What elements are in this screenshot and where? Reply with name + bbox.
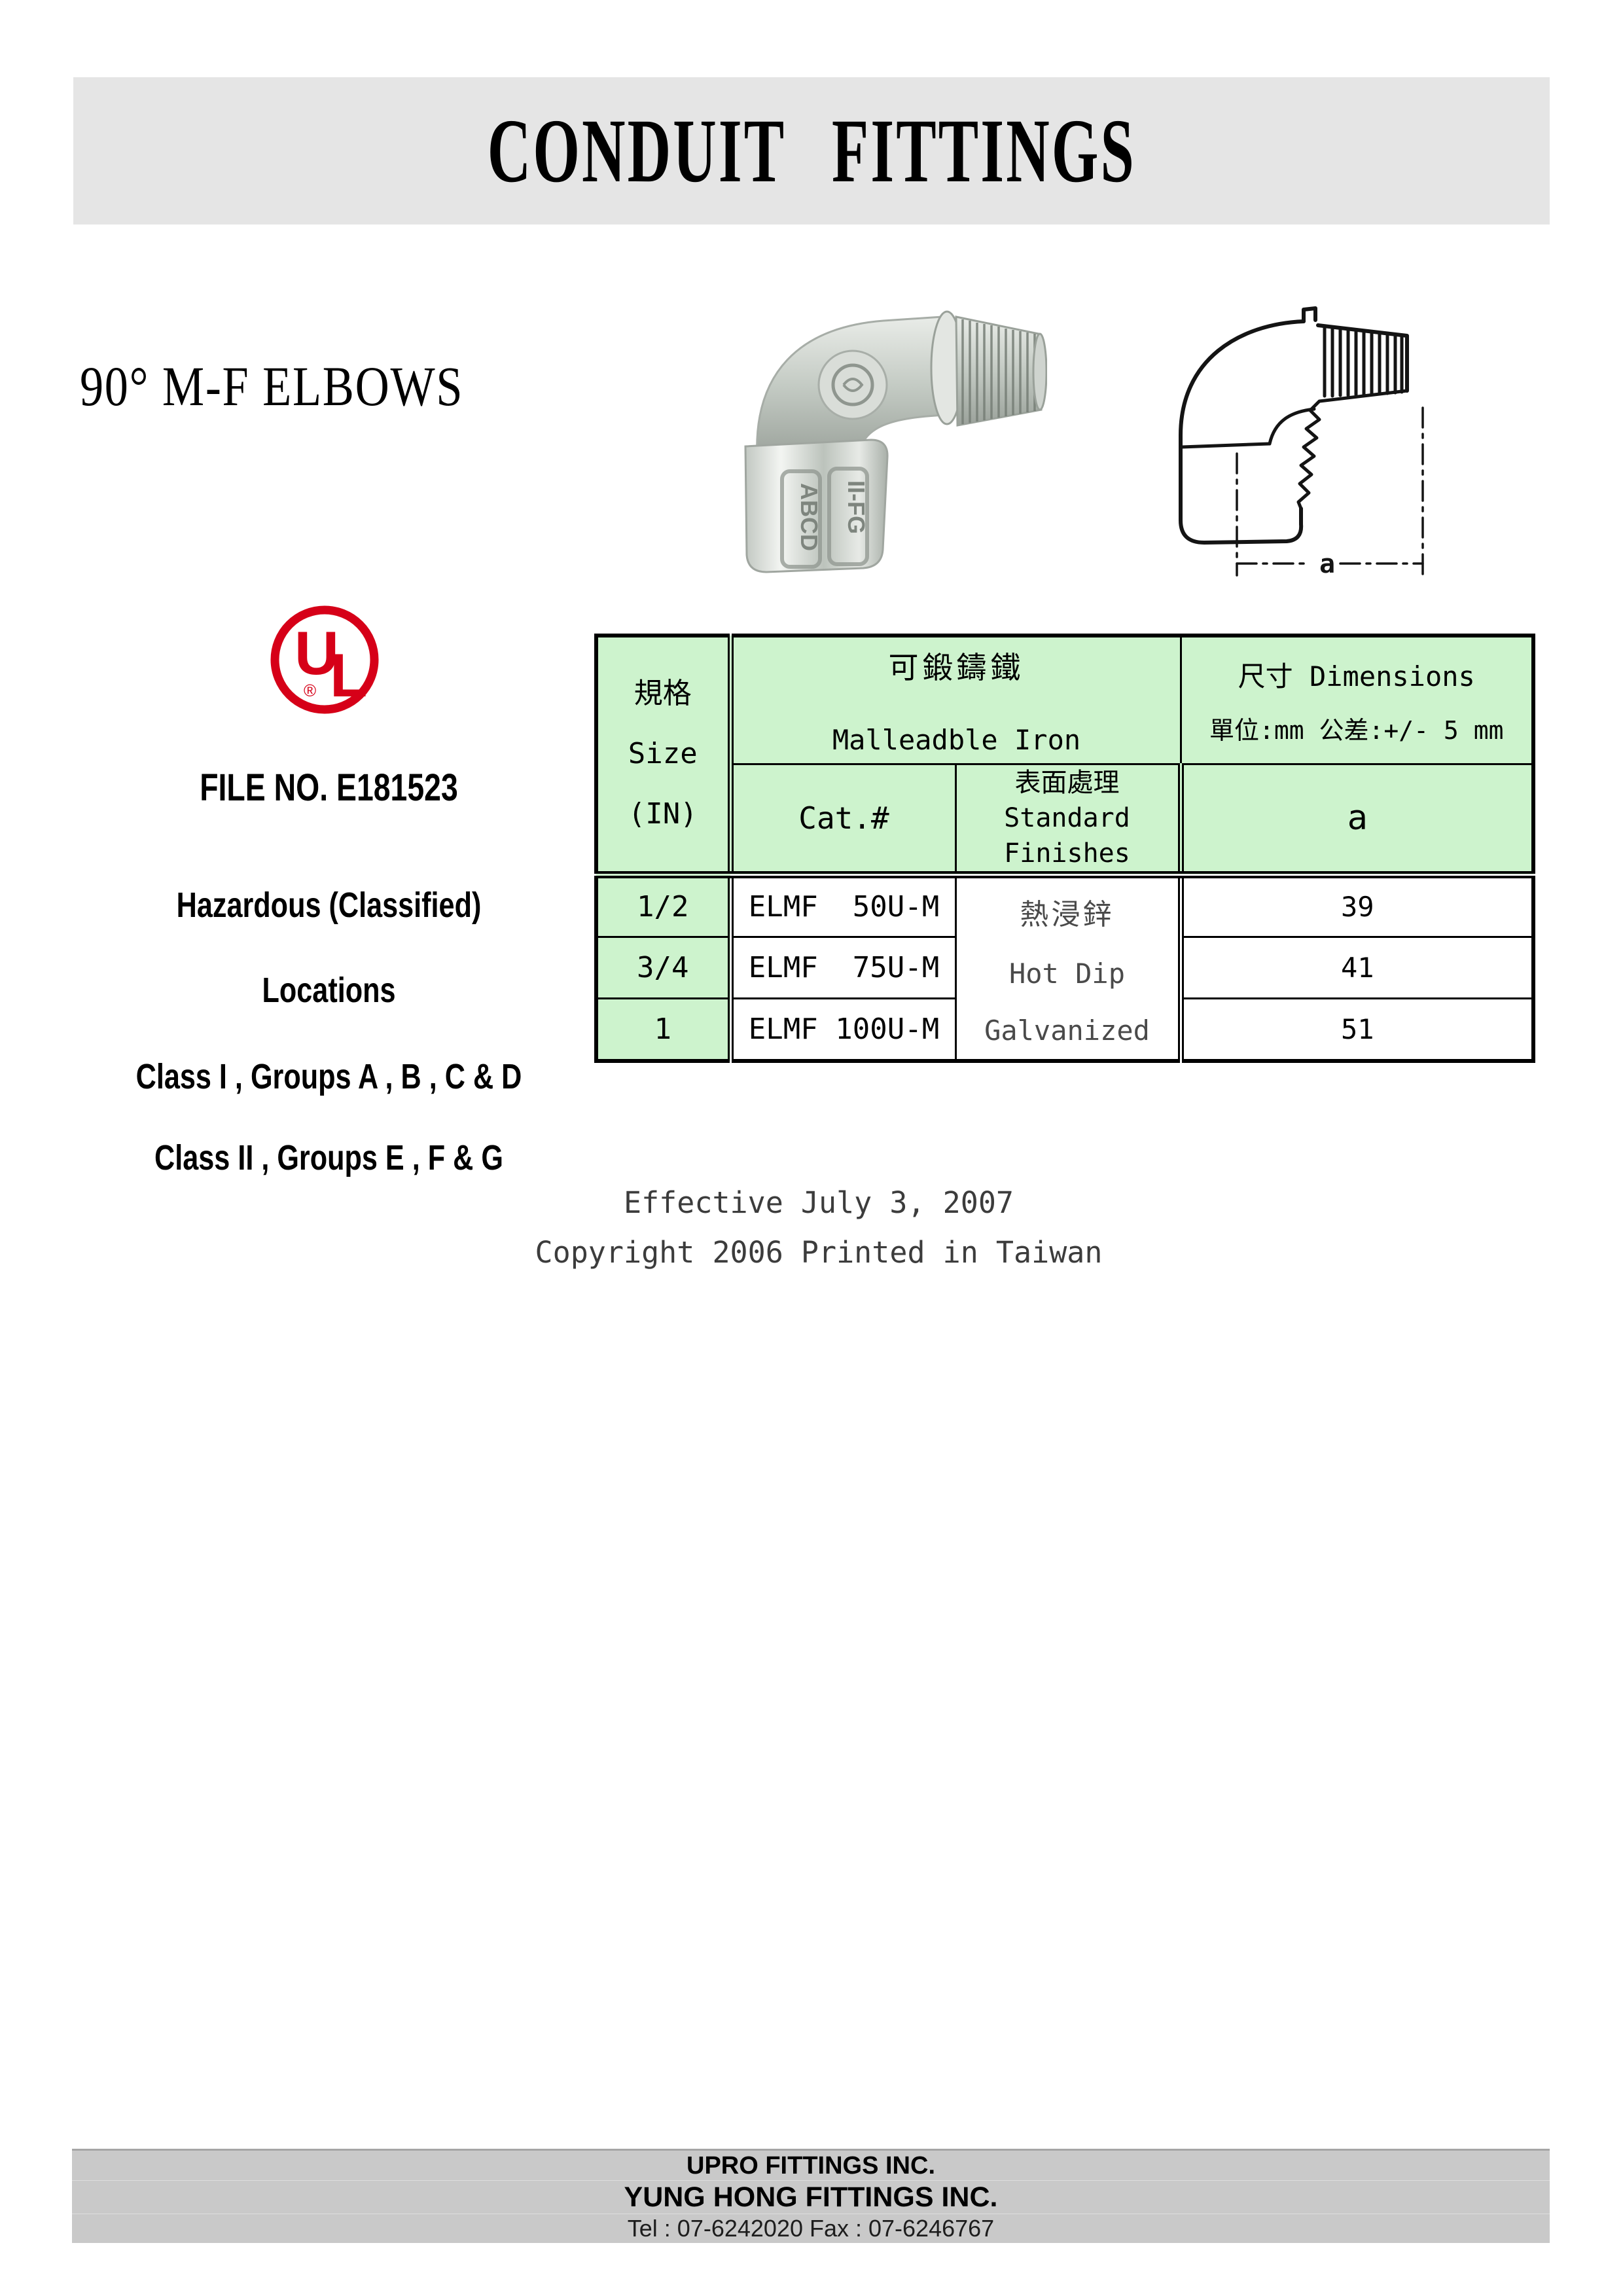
size-cell: 1/2 bbox=[595, 873, 734, 938]
finish-value-zh: 熱浸鋅 bbox=[1020, 897, 1115, 931]
copyright-note: Copyright 2006 Printed in Taiwan bbox=[535, 1235, 1103, 1270]
material-header-zh: 可鍛鑄鐵 bbox=[888, 650, 1025, 686]
table-row: 1 ELMF 100U-M 51 bbox=[595, 997, 1535, 1062]
hub-marking-iifg: II-FG bbox=[843, 480, 870, 534]
boss-circle bbox=[817, 350, 888, 420]
footer-contact: Tel : 07-6242020 Fax : 07-6246767 bbox=[627, 2214, 995, 2242]
footer-company-upro: UPRO FITTINGS INC. bbox=[687, 2151, 935, 2179]
male-end-face bbox=[1032, 332, 1047, 411]
ul-logo-ring bbox=[270, 605, 379, 714]
table-header-row-2: Cat.# 表面處理 Standard Finishes a bbox=[596, 762, 1535, 878]
page-banner: CONDUIT FITTINGS bbox=[73, 77, 1550, 224]
cert-class2-line: Class II , Groups E , F & G bbox=[154, 1138, 503, 1177]
cat-number-cell: ELMF 100U-M bbox=[729, 997, 957, 1062]
drawing-hub bbox=[1179, 433, 1304, 545]
hub-emboss-plate-right bbox=[827, 467, 869, 566]
product-photo: ABCD II-FG bbox=[744, 310, 1047, 573]
spec-table: 規格 Size (IN) 可鍛鑄鐵 Malleadble Iron 尺寸 Dim… bbox=[594, 634, 1535, 1063]
finish-value-cell: 熱浸鋅 Hot Dip Galvanized bbox=[954, 873, 1184, 1062]
size-cell: 1 bbox=[595, 997, 734, 1062]
effective-date-note: Effective July 3, 2007 bbox=[623, 1185, 1014, 1220]
ul-logo-letter-l: L bbox=[330, 641, 367, 709]
col-header-cat: Cat.# bbox=[729, 762, 957, 878]
finish-value-en1: Hot Dip bbox=[1008, 957, 1125, 990]
size-header-unit: (IN) bbox=[628, 797, 698, 831]
col-header-size: 規格 Size (IN) bbox=[595, 634, 734, 878]
table-row: 1/2 ELMF 50U-M 熱浸鋅 Hot Dip Galvanized 39 bbox=[595, 873, 1535, 1062]
finish-value-en2: Galvanized bbox=[984, 1014, 1150, 1047]
size-cell: 3/4 bbox=[595, 935, 734, 999]
technical-drawing: a bbox=[1179, 306, 1424, 579]
boss-mark bbox=[831, 363, 874, 406]
finish-header-zh: 表面處理 bbox=[1014, 767, 1120, 798]
footer-company-yunghong: YUNG HONG FITTINGS INC. bbox=[72, 2179, 1550, 2214]
drawing-male-threads bbox=[1323, 325, 1404, 398]
drawing-hub-top-line bbox=[1180, 442, 1272, 449]
drawing-centerlines bbox=[1236, 406, 1424, 577]
ul-logo: U L ® bbox=[270, 605, 379, 714]
cert-locations-line: Locations bbox=[262, 971, 396, 1010]
finish-header-en1: Standard bbox=[1004, 802, 1130, 833]
dimension-a-cell: 51 bbox=[1179, 997, 1535, 1062]
footer-bar: UPRO FITTINGS INC. YUNG HONG FITTINGS IN… bbox=[72, 2149, 1550, 2243]
notes-block: Effective July 3, 2007 Copyright 2006 Pr… bbox=[7, 1178, 1623, 1278]
dimensions-header-unit: 單位:mm 公差:+/- 5 mm bbox=[1209, 715, 1504, 745]
finish-header-en2: Finishes bbox=[1004, 838, 1130, 869]
ul-logo-letter-u: U bbox=[294, 619, 339, 687]
hub-marking-abcd: ABCD bbox=[796, 483, 823, 551]
dimension-a-cell: 41 bbox=[1179, 935, 1535, 999]
dimensions-header-title: 尺寸 Dimensions bbox=[1238, 660, 1475, 692]
drawing-female-threads bbox=[1296, 389, 1409, 511]
size-header-zh: 規格 bbox=[633, 677, 692, 711]
drawing-outer-arc bbox=[1179, 319, 1306, 437]
boss-mark-swirl bbox=[842, 378, 864, 392]
ul-logo-registered-icon: ® bbox=[304, 681, 316, 700]
cat-number-cell: ELMF 50U-M bbox=[729, 873, 957, 938]
spec-table-wrap: 規格 Size (IN) 可鍛鑄鐵 Malleadble Iron 尺寸 Dim… bbox=[594, 634, 1535, 1063]
product-heading: 90° M-F ELBOWS bbox=[80, 355, 464, 418]
col-header-dim-a: a bbox=[1179, 762, 1535, 878]
dimension-a-cell: 39 bbox=[1179, 873, 1535, 938]
drawing-collar bbox=[1302, 306, 1317, 323]
cat-number-cell: ELMF 75U-M bbox=[729, 935, 957, 999]
ul-file-number: FILE NO. E181523 bbox=[200, 766, 458, 809]
col-header-material: 可鍛鑄鐵 Malleadble Iron bbox=[729, 634, 1182, 765]
drawing-inner-curve bbox=[1268, 407, 1316, 446]
cert-hazardous-line: Hazardous (Classified) bbox=[176, 886, 482, 925]
table-row: 3/4 ELMF 75U-M 41 bbox=[595, 935, 1535, 999]
size-header-en: Size bbox=[628, 737, 698, 771]
cert-class1-line: Class I , Groups A , B , C & D bbox=[135, 1057, 522, 1096]
col-header-finish: 表面處理 Standard Finishes bbox=[954, 762, 1184, 878]
hub-emboss-plate-left bbox=[780, 469, 822, 569]
table-header-row-1: 規格 Size (IN) 可鍛鑄鐵 Malleadble Iron 尺寸 Dim… bbox=[595, 634, 1535, 878]
drawing-dimension-a-label: a bbox=[1319, 549, 1335, 579]
page-title: CONDUIT FITTINGS bbox=[487, 99, 1136, 202]
material-header-en: Malleadble Iron bbox=[832, 724, 1081, 757]
col-header-dimensions: 尺寸 Dimensions 單位:mm 公差:+/- 5 mm bbox=[1179, 634, 1535, 765]
